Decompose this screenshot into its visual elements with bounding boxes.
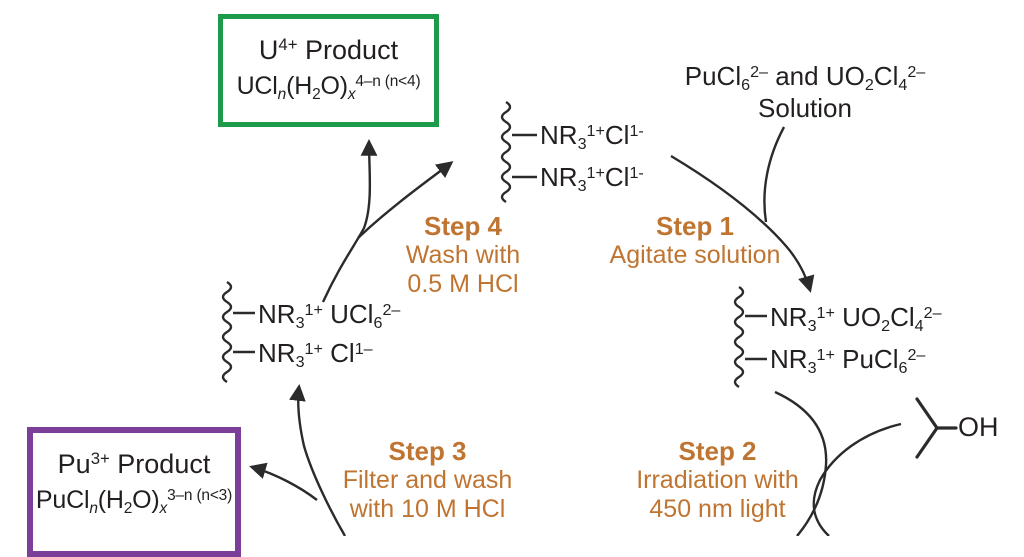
chloride-resin-line2: NR31+Cl1- [540, 162, 644, 196]
pu-product-title: Pu3+ Product [57, 449, 211, 479]
resin-squiggles [221, 100, 745, 389]
step3-title: Step 3 [388, 436, 467, 466]
chloride-resin-line1: NR31+Cl1- [540, 120, 644, 154]
u-product-box: U4+ Product UCln(H2O)x4–n (n<4) [218, 14, 439, 127]
pu-product-formula: PuCln(H2O)x3–n (n<3) [35, 486, 233, 517]
step3-text-line2: with 10 M HCl [349, 495, 506, 523]
isopropanol-structure [915, 397, 958, 459]
uranium-resin-line2: NR31+ Cl1– [258, 338, 373, 372]
feed-solution-formulas: PuCl62– and UO2Cl42– [684, 61, 926, 95]
step2-text-line2: 450 nm light [649, 495, 786, 523]
u-product-title: U4+ Product [258, 35, 399, 65]
step4-text-line2: 0.5 M HCl [407, 270, 519, 298]
uranium-resin-squiggle [221, 280, 233, 384]
pu-product-box: Pu3+ Product PuCln(H2O)x3–n (n<3) [27, 427, 241, 557]
step1-arrow-to-loaded-resin [670, 154, 815, 293]
step3-arrow-to-uranium-resin [289, 383, 347, 536]
hydroxyl-label: OH [958, 412, 999, 442]
step3-label: Step 3 Filter and wash with 10 M HCl [325, 437, 530, 524]
step4-arrow-to-u-product [321, 138, 378, 303]
loaded-resin-line2: NR31+ PuCl62– [770, 344, 926, 378]
isopropanol-curve [812, 422, 902, 536]
step3-text-line1: Filter and wash [342, 466, 513, 494]
step2-text-line1: Irradiation with [636, 466, 799, 494]
step3-arrow-to-pu-product [249, 462, 318, 501]
diagram-canvas: { "diagram": { "kind": "chemical-process… [27, 14, 999, 557]
step4-title: Step 4 [423, 211, 503, 241]
uranium-resin-line1: NR31+ UCl62– [258, 299, 401, 333]
step1-title: Step 1 [655, 211, 735, 241]
resin-bonds [233, 133, 767, 361]
step2-label: Step 2 Irradiation with 450 nm light [615, 437, 820, 524]
step4-label: Step 4 Wash with 0.5 M HCl [378, 212, 548, 299]
feed-solution-label: PuCl62– and UO2Cl42– Solution [655, 60, 955, 124]
step1-text: Agitate solution [609, 241, 781, 269]
step4-arrow-to-chloride-resin [357, 161, 454, 239]
loaded-resin-line1: NR31+ UO2Cl42– [770, 302, 942, 336]
solution-feed-curve [763, 126, 786, 223]
step1-label: Step 1 Agitate solution [590, 212, 800, 270]
step2-arrow-down [774, 390, 828, 536]
feed-solution-word: Solution [758, 93, 852, 123]
diagram-artwork-layer [221, 100, 958, 536]
chloride-resin-squiggle [500, 100, 512, 204]
loaded-resin-squiggle [733, 285, 745, 389]
step4-text-line1: Wash with [405, 241, 521, 269]
u-product-formula: UCln(H2O)x4–n (n<4) [236, 72, 421, 103]
step2-title: Step 2 [678, 436, 757, 466]
